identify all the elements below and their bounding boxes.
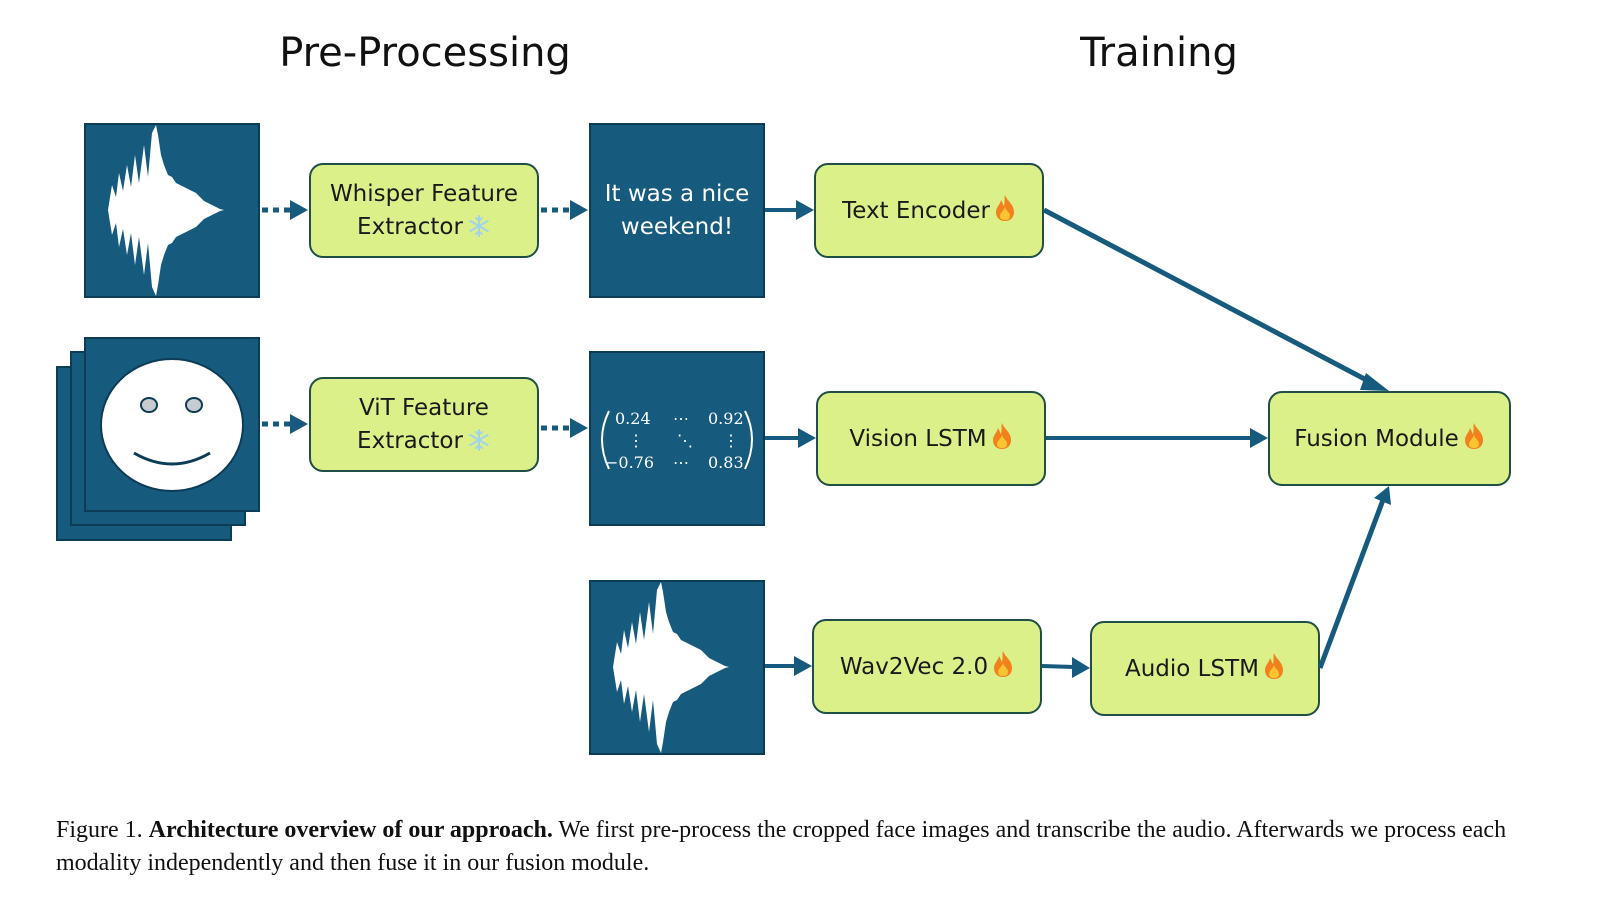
caption-text: We first pre-process the cropped face im… (56, 817, 1507, 876)
vision-lstm-label: Vision LSTM (849, 425, 987, 452)
waveform-icon (108, 125, 224, 296)
fusion-module-node: Fusion Module (1268, 391, 1511, 486)
caption-bold-title: Architecture overview of our approach. (148, 817, 553, 843)
matrix-am1: −0.76 (605, 453, 655, 472)
waveform-icon (613, 582, 729, 753)
dotted-arrow-face-to-vit (262, 414, 308, 434)
arrow-waveform-to-wav2vec (765, 656, 812, 676)
matrix-amn: 0.83 (708, 453, 744, 472)
flame-icon (1464, 422, 1483, 449)
transcript-line-2: weekend! (620, 213, 734, 240)
vision-lstm-node: Vision LSTM (816, 391, 1046, 486)
dotted-arrow-whisper-to-transcript (541, 200, 588, 220)
fusion-module-label: Fusion Module (1294, 425, 1459, 452)
flame-icon (1265, 652, 1283, 679)
audio-lstm-label: Audio LSTM (1125, 655, 1259, 682)
matrix-vdots-right: ⋮ (723, 431, 739, 450)
transcript-line-1: It was a nice (604, 180, 750, 207)
snowflake-icon (469, 214, 489, 237)
wav2vec-label: Wav2Vec 2.0 (839, 653, 989, 680)
text-encoder-node: Text Encoder (814, 163, 1044, 258)
transcript-box: It was a nice weekend! (589, 123, 765, 298)
snowflake-icon (469, 428, 489, 451)
flame-icon (994, 650, 1013, 677)
arrow-audio-lstm-to-fusion (1317, 486, 1391, 669)
arrow-transcript-to-text-encoder (765, 200, 814, 220)
arrow-matrix-to-vision-lstm (765, 428, 816, 448)
dotted-arrow-vit-to-matrix (541, 418, 588, 438)
matrix-brackets (601, 410, 753, 470)
audio-lstm-node: Audio LSTM (1090, 621, 1320, 716)
vit-feature-extractor-node: ViT Feature Extractor (309, 377, 539, 472)
flame-icon (995, 194, 1014, 221)
audio-waveform-raw (589, 580, 765, 755)
text-encoder-label: Text Encoder (842, 197, 990, 224)
matrix-a1n: 0.92 (708, 409, 744, 428)
whisper-label-line-1: Whisper Feature (329, 180, 519, 207)
matrix-vdots-left: ⋮ (628, 431, 644, 450)
vit-label-line-1: ViT Feature (359, 394, 489, 421)
flame-icon (992, 422, 1011, 449)
dotted-arrow-audio-to-whisper (262, 200, 308, 220)
vit-label-line-2: Extractor (357, 427, 463, 454)
arrow-text-encoder-to-fusion (1042, 207, 1389, 391)
caption-prefix: Figure 1. (56, 817, 143, 843)
training-heading: Training (1080, 30, 1238, 76)
wav2vec-node: Wav2Vec 2.0 (812, 619, 1042, 714)
arrow-wav2vec-to-audio-lstm (1041, 657, 1090, 678)
face-image-input (84, 337, 260, 512)
matrix-ddots: ⋱ (677, 431, 693, 450)
preprocessing-heading: Pre-Processing (279, 30, 571, 76)
matrix-hdots-bottom: ⋯ (673, 453, 689, 472)
feature-matrix-box: 0.24 ⋯ 0.92 ⋮ ⋱ ⋮ −0.76 ⋯ 0.83 (589, 351, 765, 526)
matrix-a11: 0.24 (615, 409, 651, 428)
figure-caption: Figure 1. Architecture overview of our a… (56, 814, 1546, 880)
arrow-vision-lstm-to-fusion (1046, 428, 1268, 448)
whisper-feature-extractor-node: Whisper Feature Extractor (309, 163, 539, 258)
audio-waveform-input (84, 123, 260, 298)
whisper-label-line-2: Extractor (357, 213, 463, 240)
smiley-face-icon (100, 358, 244, 492)
matrix-hdots-top: ⋯ (673, 409, 689, 428)
